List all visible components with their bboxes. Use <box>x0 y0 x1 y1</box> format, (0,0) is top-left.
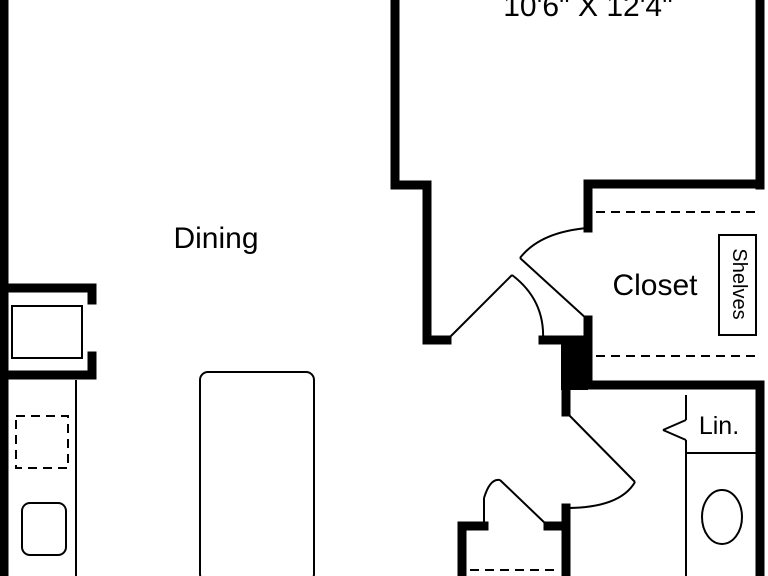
wall-block <box>561 340 588 390</box>
kitchen-sink <box>21 502 67 556</box>
dishwasher <box>15 415 69 469</box>
bathroom-door <box>565 411 636 509</box>
closet-shelves <box>718 234 757 336</box>
closet-label: Closet <box>612 269 698 302</box>
refrigerator <box>3 283 97 380</box>
bedroom-door <box>446 274 545 341</box>
linen-closet <box>662 395 760 576</box>
dining-label: Dining <box>173 222 258 255</box>
shelves-label: Shelves <box>728 248 750 319</box>
hall-closet <box>457 478 565 576</box>
kitchen-counter <box>15 380 77 576</box>
bathroom-sink <box>701 489 743 545</box>
kitchen-island <box>199 371 315 576</box>
bedroom-dimensions-label: 10'6" X 12'4" <box>503 0 673 23</box>
linen-label: Lin. <box>699 412 739 440</box>
bedroom-wall <box>390 0 452 345</box>
